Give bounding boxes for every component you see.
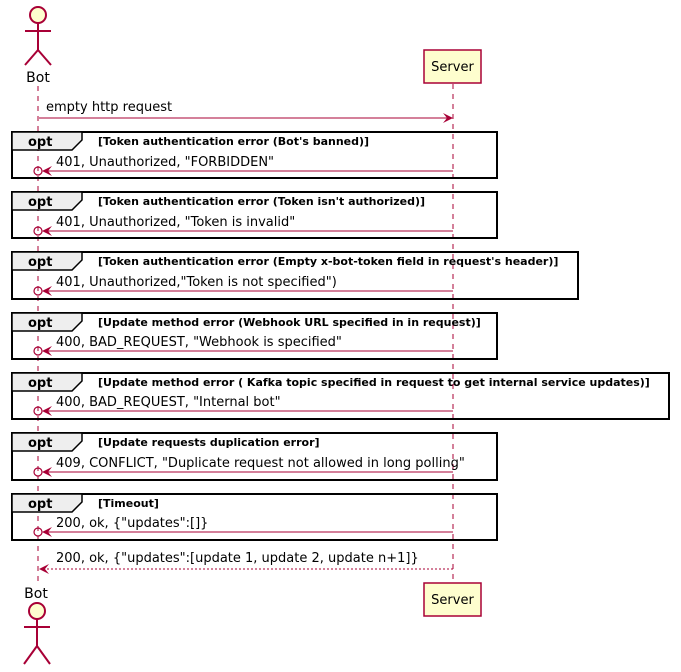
fragment-keyword: opt — [28, 376, 52, 391]
request-label: empty http request — [46, 100, 172, 115]
fragment-keyword: opt — [28, 195, 52, 210]
fragment-frame — [11, 432, 498, 481]
server-participant-label: Server — [431, 593, 474, 608]
fragment-condition: [Update method error ( Kafka topic speci… — [98, 376, 650, 389]
opt-fragment: opt [Update method error ( Kafka topic s… — [11, 372, 670, 420]
fragment-condition: [Token authentication error (Bot's banne… — [98, 135, 369, 148]
lost-message-endpoint — [33, 286, 43, 296]
fragment-condition: [Update method error (Webhook URL specif… — [98, 316, 481, 329]
lost-message-endpoint — [33, 467, 43, 477]
request-message: empty http request — [39, 100, 453, 123]
fragment-frame — [11, 493, 498, 541]
error-response-label: 200, ok, {"updates":[]} — [56, 516, 208, 531]
error-response-label: 401, Unauthorized, "Token is invalid" — [56, 215, 295, 230]
participant-box — [423, 582, 482, 617]
error-response-label: 401, Unauthorized, "FORBIDDEN" — [56, 155, 274, 170]
fragment-tab — [11, 493, 83, 513]
fragment-tab — [11, 312, 83, 332]
opt-fragment: opt [Timeout] 200, ok, {"updates":[]} — [11, 493, 498, 541]
success-response-label: 200, ok, {"updates":[update 1, update 2,… — [56, 551, 419, 566]
fragment-tab — [11, 191, 83, 211]
fragment-frame — [11, 372, 670, 420]
opt-fragment: opt [Token authentication error (Bot's b… — [11, 131, 498, 179]
actor-icon — [24, 6, 52, 66]
fragment-keyword: opt — [28, 255, 52, 270]
bot-actor-label: Bot — [26, 70, 50, 86]
fragment-tab — [11, 131, 83, 151]
lost-message-endpoint — [33, 527, 43, 537]
participant-box — [423, 49, 482, 84]
fragment-condition: [Token authentication error (Token isn't… — [98, 195, 425, 208]
fragment-frame — [11, 251, 579, 300]
opt-fragment: opt [Token authentication error (Empty x… — [11, 251, 579, 300]
error-response-label: 400, BAD_REQUEST, "Internal bot" — [56, 395, 281, 410]
fragment-tab — [11, 432, 83, 452]
lost-message-endpoint — [33, 346, 43, 356]
server-participant-bottom: Server — [423, 582, 482, 617]
fragment-tab — [11, 372, 83, 392]
lost-message-endpoint — [33, 166, 43, 176]
fragment-frame — [11, 191, 498, 239]
opt-fragment: opt [Update requests duplication error] … — [11, 432, 498, 481]
bot-actor-bottom: Bot — [23, 586, 51, 665]
fragment-keyword: opt — [28, 135, 52, 150]
error-response-label: 400, BAD_REQUEST, "Webhook is specified" — [56, 335, 342, 350]
fragment-tab — [11, 251, 83, 271]
fragment-keyword: opt — [28, 316, 52, 331]
error-response-label: 409, CONFLICT, "Duplicate request not al… — [56, 456, 465, 471]
fragment-condition: [Token authentication error (Empty x-bot… — [98, 255, 558, 268]
error-response-label: 401, Unauthorized,"Token is not specifie… — [56, 275, 337, 290]
fragment-keyword: opt — [28, 436, 52, 451]
fragment-condition: [Update requests duplication error] — [98, 436, 320, 449]
fragment-keyword: opt — [28, 497, 52, 512]
actor-icon — [23, 602, 51, 665]
bot-actor-label: Bot — [24, 586, 48, 602]
opt-fragment: opt [Update method error (Webhook URL sp… — [11, 312, 498, 360]
fragment-frame — [11, 131, 498, 179]
server-participant-label: Server — [431, 60, 474, 75]
fragment-condition: [Timeout] — [98, 497, 159, 510]
lost-message-endpoint — [33, 226, 43, 236]
server-participant-top: Server — [423, 49, 482, 84]
fragment-frame — [11, 312, 498, 360]
success-response-message: 200, ok, {"updates":[update 1, update 2,… — [39, 551, 453, 574]
opt-fragment: opt [Token authentication error (Token i… — [11, 191, 498, 239]
bot-actor-top: Bot — [24, 6, 52, 86]
lost-message-endpoint — [33, 406, 43, 416]
